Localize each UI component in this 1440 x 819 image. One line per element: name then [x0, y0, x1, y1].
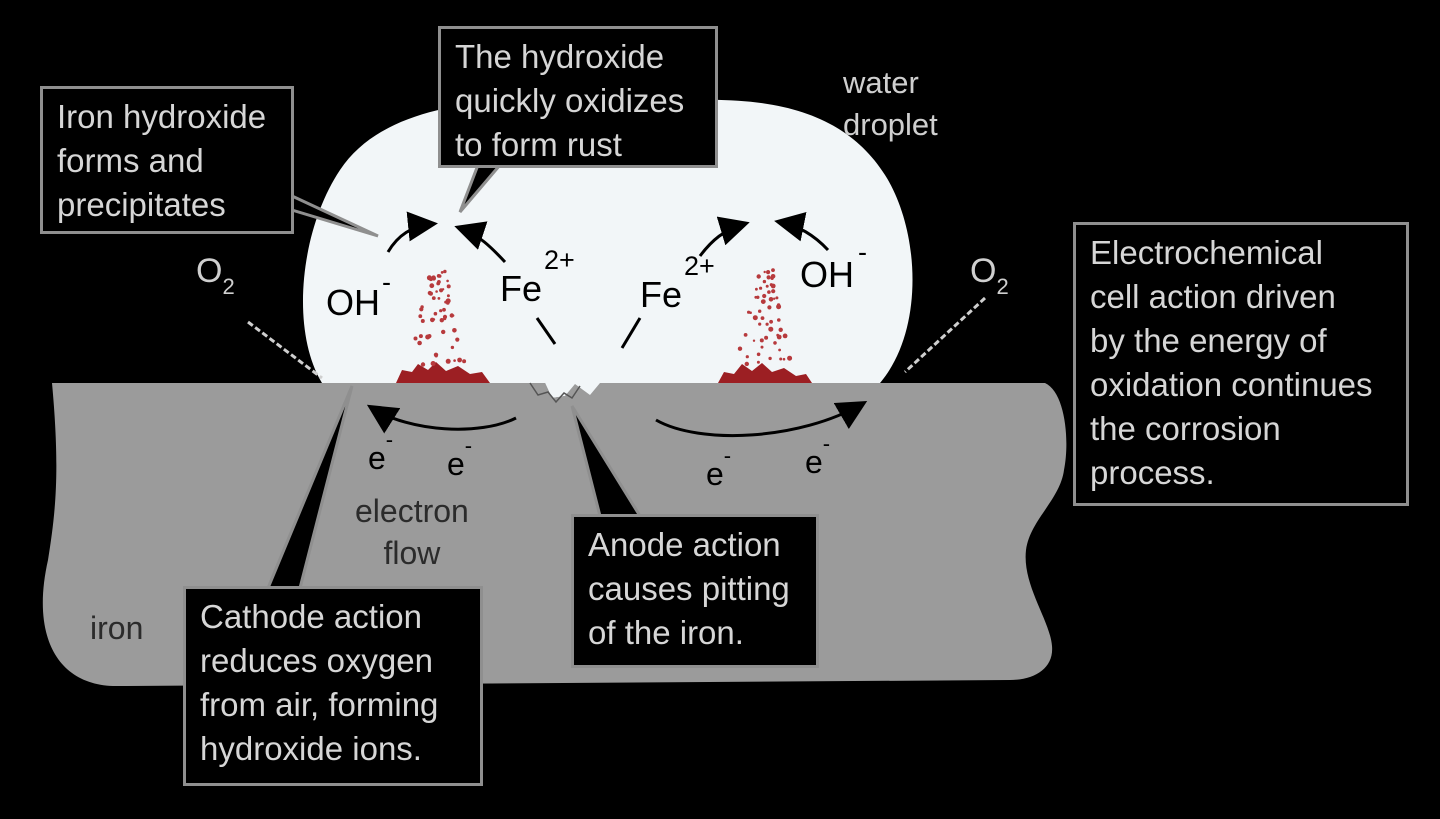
- callout-electrochemical: Electrochemical cell action driven by th…: [1073, 222, 1409, 506]
- callout-cathode: Cathode action reduces oxygen from air, …: [183, 586, 483, 786]
- oxygen-label-left: O2: [196, 252, 235, 299]
- rust-particles-left: [413, 269, 467, 367]
- iron-ion-left: Fe2+: [500, 245, 575, 309]
- electron-flow-label: electron flow: [355, 493, 469, 571]
- electron-2: e-: [447, 433, 473, 482]
- hydroxide-ion-right: OH-: [800, 237, 867, 295]
- water-droplet-label: water droplet: [843, 65, 938, 142]
- electron-4: e-: [805, 431, 831, 480]
- rust-deposit-left: [396, 362, 490, 383]
- rust-particles-right: [737, 268, 793, 367]
- oh-to-rust-arrow-left: [386, 211, 438, 253]
- electron-3: e-: [706, 443, 732, 492]
- electron-flow-arrow-left: [366, 404, 517, 434]
- oxygen-label-right: O2: [970, 252, 1009, 299]
- rust-deposit-right: [718, 363, 812, 383]
- o2-arrow-left: [247, 320, 323, 380]
- o2-arrow-right: [903, 296, 987, 374]
- electron-flow-arrow-right: [655, 400, 868, 438]
- oh-to-rust-arrow-right: [774, 212, 830, 252]
- fe-to-rust-arrow-right: [698, 216, 750, 257]
- iron-label: iron: [90, 610, 144, 646]
- fe-ion-line-left: [535, 317, 557, 345]
- hydroxide-ion-left: OH-: [326, 267, 391, 323]
- iron-ion-right: Fe2+: [640, 251, 715, 315]
- electron-1: e-: [368, 427, 394, 476]
- fe-to-rust-arrow-left: [454, 221, 507, 264]
- callout-iron-hydroxide: Iron hydroxide forms and precipitates: [40, 86, 294, 234]
- callout-anode: Anode action causes pitting of the iron.: [571, 514, 819, 668]
- callout-hydroxide-oxidizes: The hydroxide quickly oxidizes to form r…: [438, 26, 718, 168]
- fe-ion-line-right: [620, 317, 642, 349]
- pit: [529, 382, 581, 404]
